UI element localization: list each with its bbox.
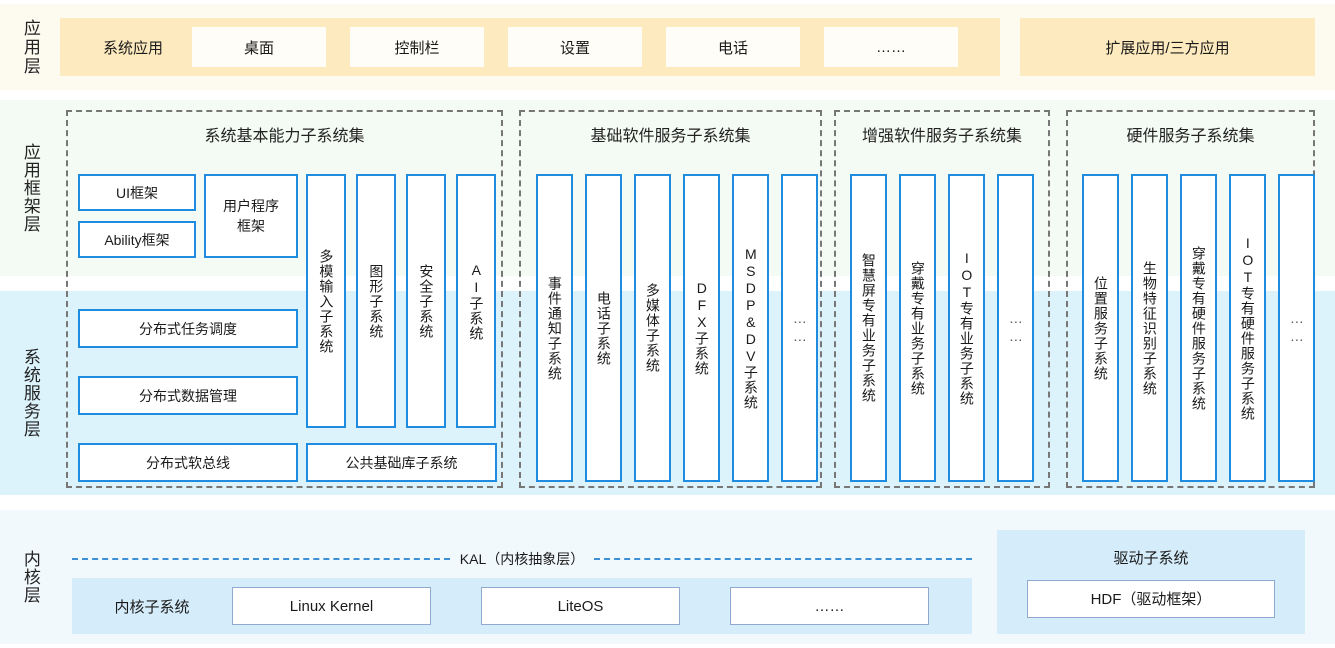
driver-framework-box[interactable]: HDF（驱动框架） [1027, 579, 1275, 618]
group-hardware-service-title: 硬件服务子系统集 [1126, 128, 1255, 145]
box-wearable-business-subsystem[interactable]: 穿戴专有业务子系统 [899, 174, 936, 482]
box-distributed-task-scheduling[interactable]: 分布式任务调度 [78, 309, 298, 348]
box-iot-hardware-service-subsystem[interactable]: IOT专有硬件服务子系统 [1229, 174, 1266, 482]
box-graphics-subsystem[interactable]: 图形子系统 [356, 174, 396, 428]
kal-dash-left [72, 558, 450, 560]
kernel-layer: 内核层 KAL（内核抽象层） 内核子系统 Linux Kernel LiteOS… [0, 510, 1335, 644]
box-distributed-soft-bus[interactable]: 分布式软总线 [78, 443, 298, 482]
box-ai-subsystem[interactable]: AI子系统 [456, 174, 496, 428]
app-box-desktop[interactable]: 桌面 [192, 27, 326, 67]
app-box-more[interactable]: …… [824, 27, 958, 67]
application-layer: 应用层 系统应用 桌面 控制栏 设置 电话 …… 扩展应用/三方应用 [0, 4, 1335, 90]
kal-label: KAL（内核抽象层） [459, 551, 585, 567]
box-multimodal-input-subsystem[interactable]: 多模输入子系统 [306, 174, 346, 428]
group-basic-capability: 系统基本能力子系统集 UI框架 Ability框架 用户程序 框架 分布式任务调… [66, 110, 503, 488]
box-ui-framework[interactable]: UI框架 [78, 174, 196, 211]
box-security-subsystem[interactable]: 安全子系统 [406, 174, 446, 428]
kal-abstraction-line: KAL（内核抽象层） [72, 551, 972, 567]
system-apps-label: 系统应用 [102, 39, 163, 57]
group-basic-software-service: 基础软件服务子系统集 事件通知子系统 电话子系统 多媒体子系统 DFX子系统 M… [519, 110, 822, 488]
extension-apps-bar: 扩展应用/三方应用 [1020, 18, 1315, 76]
framework-layer-label: 应用框架层 [20, 143, 40, 233]
box-ability-framework[interactable]: Ability框架 [78, 221, 196, 258]
box-smart-screen-business-subsystem[interactable]: 智慧屏专有业务子系统 [850, 174, 887, 482]
box-biometric-recognition-subsystem[interactable]: 生物特征识别子系统 [1131, 174, 1168, 482]
driver-subsystem-label: 驱动子系统 [1113, 549, 1189, 567]
kernel-box-more[interactable]: …… [730, 587, 929, 625]
box-wearable-hardware-service-subsystem[interactable]: 穿戴专有硬件服务子系统 [1180, 174, 1217, 482]
group-enhanced-software-service: 增强软件服务子系统集 智慧屏专有业务子系统 穿戴专有业务子系统 IOT专有业务子… [834, 110, 1050, 488]
kernel-layer-label: 内核层 [20, 550, 40, 604]
extension-apps-label: 扩展应用/三方应用 [1105, 39, 1230, 57]
box-more-subsystem[interactable]: …… [997, 174, 1034, 482]
kernel-subsystem-band: 内核子系统 Linux Kernel LiteOS …… [72, 578, 972, 634]
group-basic-software-service-title: 基础软件服务子系统集 [590, 128, 751, 145]
box-common-basic-library[interactable]: 公共基础库子系统 [306, 443, 497, 482]
group-basic-capability-title: 系统基本能力子系统集 [204, 128, 365, 145]
app-box-phone[interactable]: 电话 [666, 27, 800, 67]
app-box-control-bar[interactable]: 控制栏 [350, 27, 484, 67]
kernel-box-liteos[interactable]: LiteOS [481, 587, 680, 625]
group-hardware-service: 硬件服务子系统集 位置服务子系统 生物特征识别子系统 穿戴专有硬件服务子系统 I… [1066, 110, 1315, 488]
service-layer-label: 系统服务层 [20, 348, 40, 438]
box-more-subsystem[interactable]: …… [1278, 174, 1315, 482]
box-event-notification-subsystem[interactable]: 事件通知子系统 [536, 174, 573, 482]
box-msdp-dv-subsystem[interactable]: MSDP&DV子系统 [732, 174, 769, 482]
application-layer-label: 应用层 [20, 18, 40, 76]
box-telephony-subsystem[interactable]: 电话子系统 [585, 174, 622, 482]
kernel-subsystem-label: 内核子系统 [114, 598, 190, 616]
box-dfx-subsystem[interactable]: DFX子系统 [683, 174, 720, 482]
kal-dash-right [594, 558, 972, 560]
kernel-box-linux[interactable]: Linux Kernel [232, 587, 431, 625]
framework-and-service-layers: 应用框架层 系统服务层 系统基本能力子系统集 UI框架 Ability框架 用户… [0, 100, 1335, 495]
box-multimedia-subsystem[interactable]: 多媒体子系统 [634, 174, 671, 482]
box-location-service-subsystem[interactable]: 位置服务子系统 [1082, 174, 1119, 482]
driver-subsystem-band: 驱动子系统 HDF（驱动框架） [997, 530, 1305, 634]
group-enhanced-software-service-title: 增强软件服务子系统集 [861, 128, 1022, 145]
box-user-program-framework[interactable]: 用户程序 框架 [204, 174, 298, 258]
box-iot-business-subsystem[interactable]: IOT专有业务子系统 [948, 174, 985, 482]
box-distributed-data-management[interactable]: 分布式数据管理 [78, 376, 298, 415]
app-box-settings[interactable]: 设置 [508, 27, 642, 67]
system-apps-bar: 系统应用 桌面 控制栏 设置 电话 …… [60, 18, 1000, 76]
box-more-subsystem[interactable]: …… [781, 174, 818, 482]
